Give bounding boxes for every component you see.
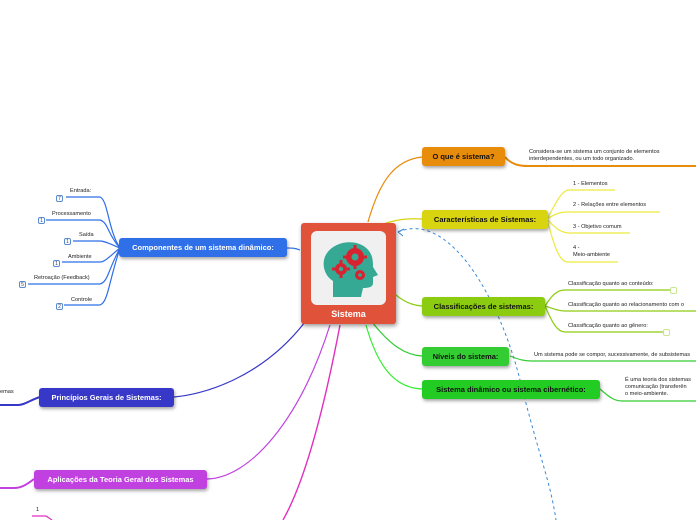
item-ambiente: Ambiente	[68, 254, 92, 260]
count-badge[interactable]: 7	[56, 195, 63, 202]
node-principios[interactable]: Princípios Gerais de Sistemas:	[39, 388, 174, 407]
item-entrada: Entrada:	[70, 188, 92, 194]
count-badge[interactable]: 5	[19, 281, 26, 288]
detail-principios: emas	[0, 389, 14, 395]
item-quanto-conteudo: Classificação quanto ao conteúdo:	[568, 281, 654, 287]
central-node-label: Sistema	[331, 309, 366, 319]
item-saida: Saída	[79, 232, 94, 238]
item-4: 4 -	[573, 245, 580, 251]
node-aplicacoes[interactable]: Aplicações da Teoria Geral dos Sistemas	[34, 470, 207, 489]
node-caracteristicas[interactable]: Características de Sistemas:	[422, 210, 548, 229]
central-node[interactable]: Sistema	[301, 223, 396, 324]
item-retroacao: Retroação (Feedback)	[34, 275, 90, 281]
node-componentes[interactable]: Componentes de um sistema dinâmico:	[119, 238, 287, 257]
item-quanto-genero: Classificação quanto ao gênero:	[568, 323, 648, 329]
detail-o-que-e-line1: Considera-se um sistema um conjunto de e…	[529, 149, 660, 155]
item-objetivo: 3 - Objetivo comum	[573, 224, 622, 230]
node-classificacoes[interactable]: Classificações de sistemas:	[422, 297, 545, 316]
count-badge[interactable]: 1	[38, 217, 45, 224]
item-elementos: 1 - Elementos	[573, 181, 608, 187]
collapsed-indicator-icon[interactable]	[670, 287, 677, 294]
count-badge[interactable]: 1	[64, 238, 71, 245]
count-badge[interactable]: 1	[53, 260, 60, 267]
detail-o-que-e-line2: interdependentes, ou um todo organizado.	[529, 156, 635, 162]
detail-aplicacoes: 1	[36, 507, 40, 513]
item-controle: Controle	[71, 297, 93, 303]
item-meio-ambiente: Meio-ambiente	[573, 252, 610, 258]
node-niveis[interactable]: Níveis do sistema:	[422, 347, 509, 366]
item-processamento: Processamento	[52, 211, 91, 217]
head-with-gears-icon	[311, 231, 386, 305]
detail-cibernetico-line2: comunicação (transferên	[625, 384, 687, 390]
node-sistema-dinamico-cibernetico[interactable]: Sistema dinâmico ou sistema cibernético:	[422, 380, 600, 399]
item-relacoes: 2 - Relações entre elementos	[573, 202, 647, 208]
collapsed-indicator-icon[interactable]	[663, 329, 670, 336]
node-o-que-e-sistema[interactable]: O que é sistema?	[422, 147, 505, 166]
item-quanto-relacionamento: Classificação quanto ao relacionamento c…	[568, 302, 684, 308]
detail-cibernetico-line1: É uma teoria dos sistemas	[625, 377, 691, 383]
detail-niveis: Um sistema pode se compor, sucessivament…	[534, 352, 691, 358]
detail-cibernetico-line3: o meio-ambiente.	[625, 391, 669, 397]
count-badge[interactable]: 2	[56, 303, 63, 310]
